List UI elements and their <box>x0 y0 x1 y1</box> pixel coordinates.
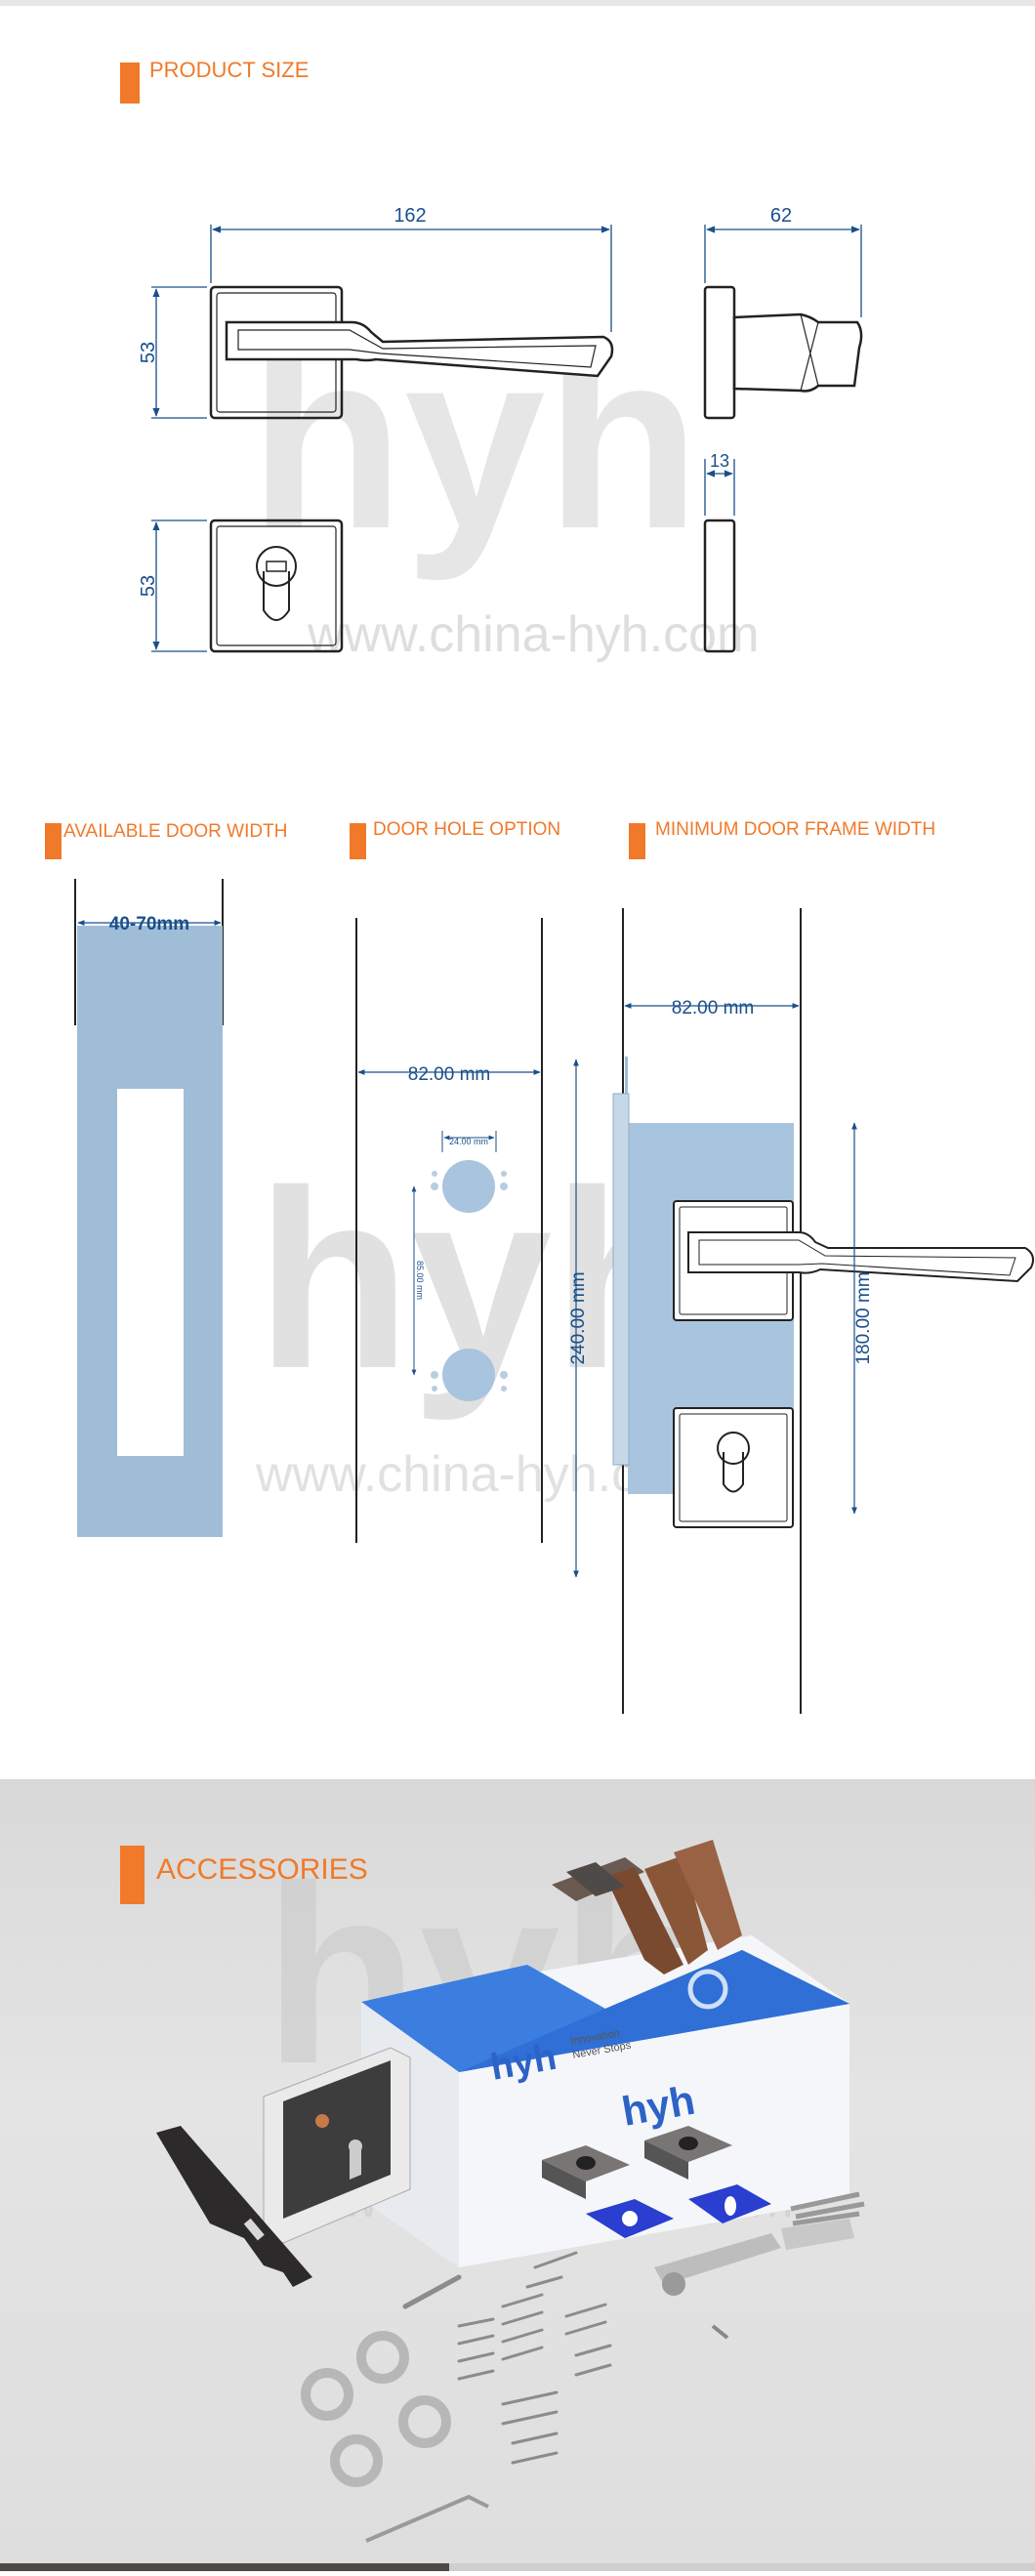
top-divider <box>0 0 1035 6</box>
accessories-marker <box>120 1846 145 1904</box>
dim-depth-62: 62 <box>770 205 792 227</box>
mortise-lock-illustration <box>263 2047 411 2244</box>
hole-diameter: 24.00 mm <box>449 1137 488 1146</box>
bottom-strip <box>0 2563 1035 2571</box>
accessories-illustration: hyh www.china-hyh.com hyh Innovation Nev… <box>156 1834 865 2543</box>
frame-width-value: 82.00 mm <box>672 998 754 1018</box>
accessories-section: hyh www.china-hyh.com hyh Innovation Nev… <box>0 1779 1035 2571</box>
escutcheon-illustration <box>542 2126 732 2199</box>
plate-height: 240.00 mm <box>568 1271 589 1364</box>
accessories-title: ACCESSORIES <box>156 1853 368 1886</box>
door-width-diagram: 40-70mm <box>74 879 224 1537</box>
door-hole-marker <box>350 823 366 859</box>
product-size-drawing: hyh www.china-hyh.com <box>138 205 863 663</box>
template-card-illustration <box>586 2184 771 2238</box>
cylinder-illustration <box>654 2191 865 2340</box>
strike-plate-illustration <box>156 2126 312 2287</box>
frame-width-marker <box>629 823 645 859</box>
handle-spacing: 180.00 mm <box>853 1271 874 1364</box>
escutcheon-side-view <box>703 519 736 653</box>
dim-rose-height-bottom: 53 <box>138 575 159 597</box>
hole-center-distance: 85.00 mm <box>415 1261 425 1300</box>
door-width-marker <box>45 823 62 859</box>
handle-set-illustration <box>552 1840 742 1974</box>
door-width-range: 40-70mm <box>109 914 189 935</box>
handle-front-view <box>209 285 614 420</box>
door-diagrams: hyh www.china-hyh.com 40-70mm 82.00 mm 2… <box>74 879 1034 1714</box>
hole-spacing: 82.00 mm <box>408 1064 490 1085</box>
door-width-title: AVAILABLE DOOR WIDTH <box>63 821 288 842</box>
bottom-strip-dark <box>0 2563 449 2571</box>
product-size-marker <box>120 62 140 104</box>
watermark-url: www.china-hyh.com <box>307 606 759 663</box>
dim-thickness-13: 13 <box>710 451 729 471</box>
door-hole-title: DOOR HOLE OPTION <box>373 819 561 840</box>
frame-width-title: MINIMUM DOOR FRAME WIDTH <box>655 819 936 840</box>
allen-key-illustration <box>365 2494 489 2543</box>
dim-rose-height-top: 53 <box>138 342 159 363</box>
door-hole-diagram: 82.00 mm 24.00 mm 85.00 mm <box>355 918 543 1543</box>
product-size-title: PRODUCT SIZE <box>149 58 310 82</box>
handle-side-view <box>703 285 863 420</box>
screws-illustration <box>402 2251 612 2465</box>
escutcheon-front-view <box>209 519 344 653</box>
frame-width-diagram: 82.00 mm 240.00 mm 180.00 mm <box>568 908 1034 1714</box>
dim-width-162: 162 <box>393 205 426 227</box>
rosette-rings-illustration <box>301 2331 451 2487</box>
